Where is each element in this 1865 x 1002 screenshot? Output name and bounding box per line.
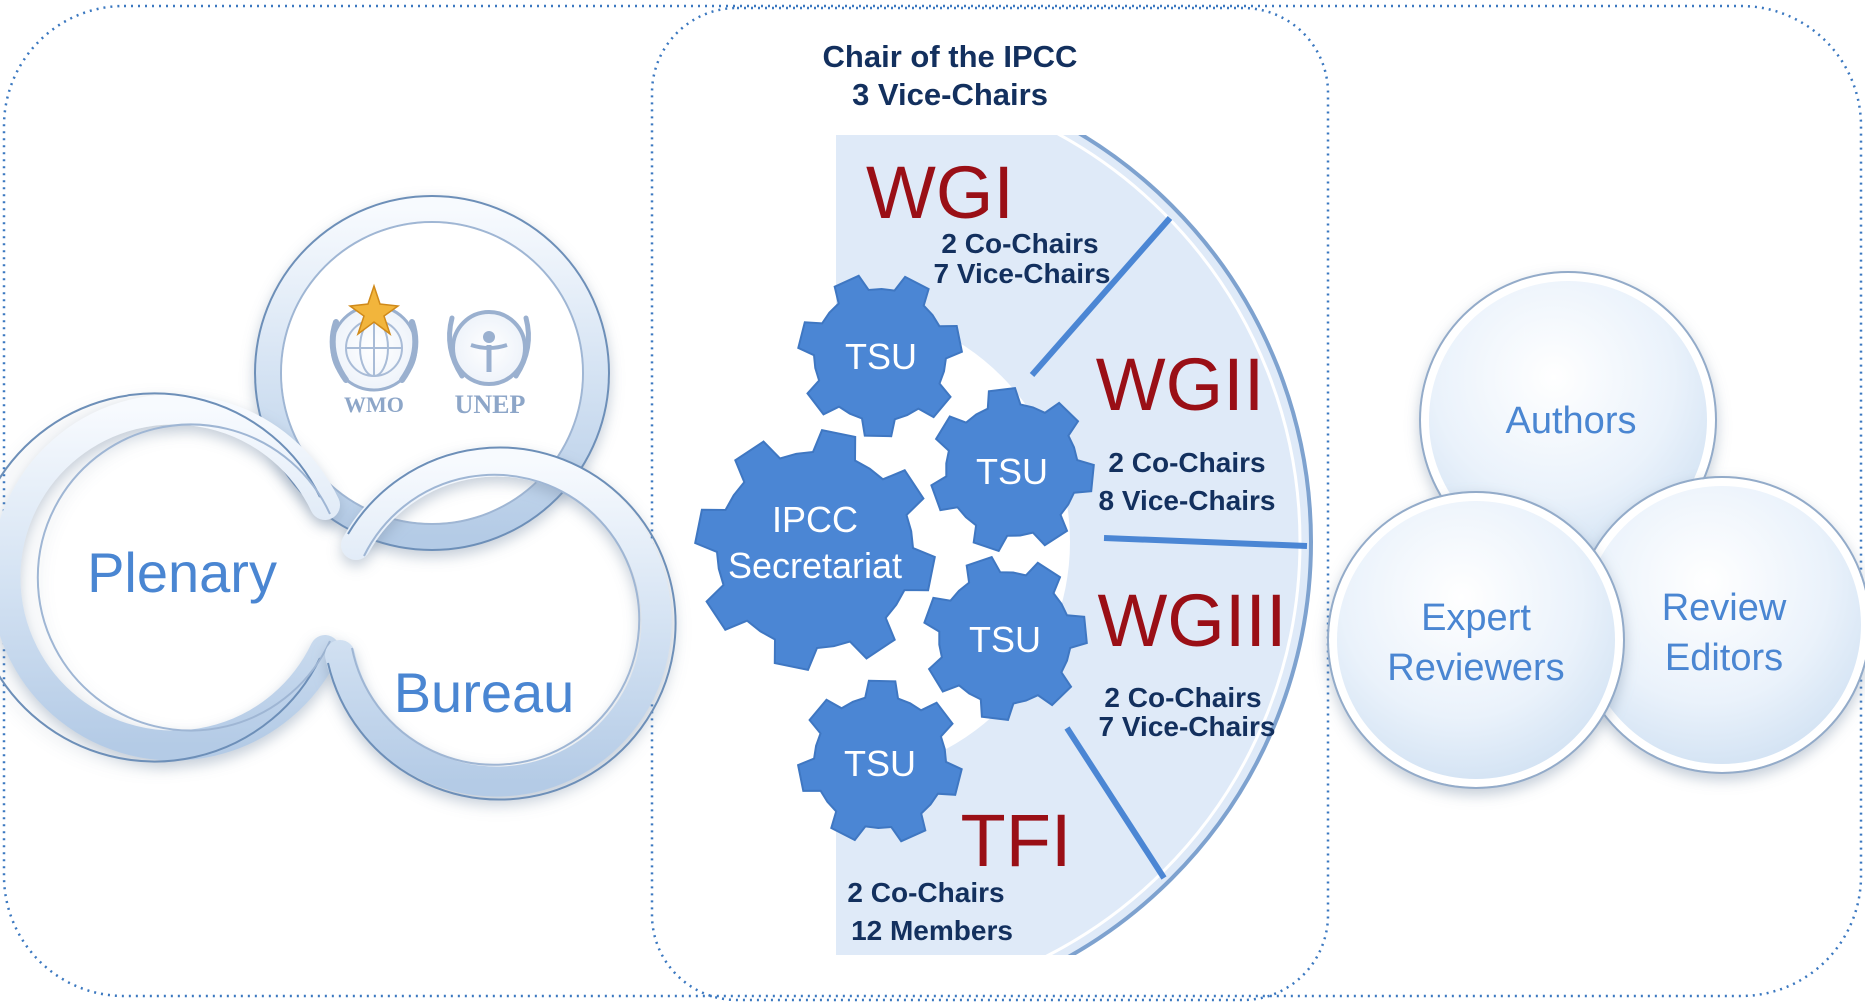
divider-wg2-wg3	[1103, 535, 1308, 549]
wg1-line-1: 2 Co-Chairs	[941, 228, 1098, 259]
wg2-line-2: 8 Vice-Chairs	[1099, 485, 1276, 516]
expert-label-line-1: Expert	[1421, 597, 1531, 639]
right-bubble-group: Authors Expert Reviewers Review Editors	[1327, 271, 1865, 789]
tsu-gear-1	[797, 274, 964, 438]
gear-layer	[694, 274, 1095, 843]
tfi-line-1: 2 Co-Chairs	[847, 877, 1004, 908]
center-dotted-frame	[650, 6, 1330, 1002]
wg3-line-1: 2 Co-Chairs	[1104, 682, 1261, 713]
review-label-line-1: Review	[1662, 587, 1787, 629]
secretariat-line-1: IPCC	[772, 499, 858, 540]
authors-label: Authors	[1506, 400, 1637, 442]
authors-bubble	[1419, 271, 1717, 569]
wg2-title: WGII	[1096, 343, 1265, 426]
divider-wg3-tfi	[1064, 726, 1167, 880]
chair-line-1: Chair of the IPCC	[823, 39, 1078, 74]
tfi-line-2: 12 Members	[851, 915, 1013, 946]
wg3-line-2: 7 Vice-Chairs	[1099, 711, 1276, 742]
wg1-line-2: 7 Vice-Chairs	[934, 258, 1111, 289]
unep-logo: UNEP	[447, 310, 531, 419]
secretariat-gear	[694, 429, 936, 671]
expert-label-line-2: Reviewers	[1387, 647, 1564, 689]
wmo-label: WMO	[344, 392, 404, 417]
unep-label: UNEP	[455, 390, 526, 419]
tsu-gear-3	[923, 555, 1088, 721]
center-group: Chair of the IPCC 3 Vice-Chairs WGI 2 Co…	[694, 39, 1313, 955]
secretariat-line-2: Secretariat	[728, 545, 902, 586]
bureau-label: Bureau	[394, 661, 575, 724]
tsu-gear-4	[796, 679, 963, 843]
tsu-gear-2	[930, 387, 1095, 553]
review-label-line-2: Editors	[1665, 637, 1783, 679]
wmo-logo: WMO	[329, 283, 419, 417]
plenary-label: Plenary	[87, 541, 277, 604]
expert-reviewers-bubble	[1327, 491, 1625, 789]
plenary-ring	[0, 392, 340, 763]
divider-wg1-wg2	[1029, 216, 1173, 377]
wg1-title: WGI	[866, 151, 1014, 234]
tsu-label-4: TSU	[844, 743, 916, 784]
left-ring-group: WMO UNEP Plenary Bureau	[0, 195, 677, 801]
wg2-line-1: 2 Co-Chairs	[1108, 447, 1265, 478]
bureau-ring	[325, 446, 677, 801]
tsu-label-3: TSU	[969, 619, 1041, 660]
tsu-label-1: TSU	[845, 336, 917, 377]
tfi-title: TFI	[961, 799, 1072, 882]
wg3-title: WGIII	[1097, 579, 1286, 662]
chair-line-2: 3 Vice-Chairs	[852, 77, 1048, 112]
tsu-label-2: TSU	[976, 451, 1048, 492]
